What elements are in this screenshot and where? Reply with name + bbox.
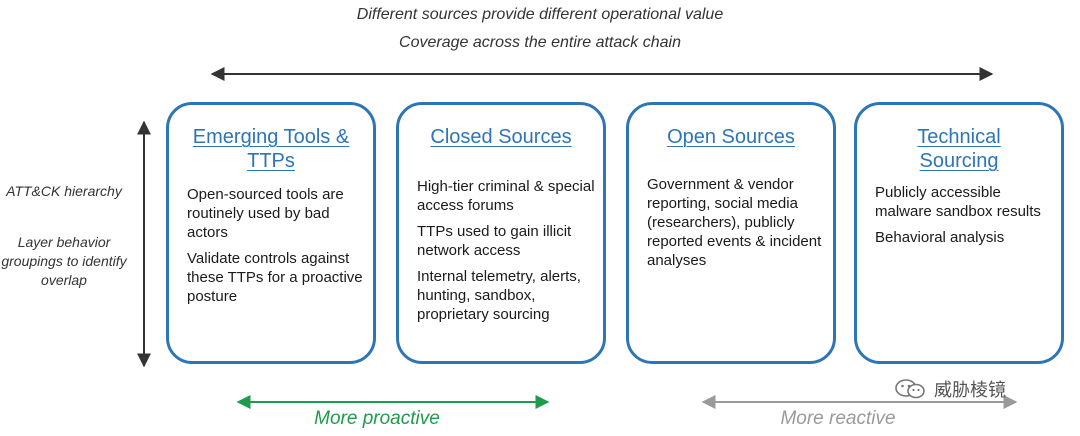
card-item: Behavioral analysis — [875, 229, 1005, 246]
more-proactive-label: More proactive — [314, 408, 440, 429]
card-technical-sourcing: Technical Sourcing Publicly accessible m… — [854, 102, 1064, 364]
header-line-1: Different sources provide different oper… — [356, 6, 724, 23]
card-body: Open-sourced tools are routinely used by… — [187, 185, 365, 306]
side-label-hierarchy: ATT&CK hierarchy — [6, 183, 122, 199]
card-open-sources: Open Sources Government & vendor reporti… — [626, 102, 836, 364]
card-item: High-tier criminal & special access foru… — [417, 178, 595, 214]
card-item: Internal telemetry, alerts, hunting, san… — [417, 268, 581, 323]
card-body: High-tier criminal & special access foru… — [417, 177, 595, 324]
card-emerging-tools: Emerging Tools & TTPs Open-sourced tools… — [166, 102, 376, 364]
card-body: Government & vendor reporting, social me… — [647, 175, 825, 270]
more-reactive-label: More reactive — [780, 408, 896, 429]
card-title-line: Technical — [917, 126, 1001, 148]
watermark: 威胁棱镜 — [894, 376, 1006, 402]
card-title-line: Closed Sources — [430, 126, 572, 148]
side-label-layer: Layer behavior groupings to identify ove… — [1, 234, 127, 288]
watermark-text: 威胁棱镜 — [934, 380, 1006, 400]
card-title-line: Open Sources — [667, 126, 795, 148]
card-item: Open-sourced tools are routinely used by… — [187, 186, 344, 241]
card-item: Validate controls against these TTPs for… — [187, 250, 363, 305]
header-line-2: Coverage across the entire attack chain — [399, 34, 681, 51]
card-closed-sources: Closed Sources High-tier criminal & spec… — [396, 102, 606, 364]
card-item: Government & vendor reporting, social me… — [647, 176, 822, 269]
card-item: TTPs used to gain illicit network access — [417, 223, 572, 259]
card-title: Closed Sources — [409, 125, 593, 149]
wechat-icon — [895, 379, 925, 399]
card-body: Publicly accessible malware sandbox resu… — [875, 183, 1053, 247]
card-title-line: TTPs — [247, 150, 295, 172]
card-title-line: Emerging Tools & — [192, 126, 350, 148]
card-title: Open Sources — [639, 125, 823, 149]
card-title-line: Sourcing — [919, 150, 999, 172]
card-title: Emerging Tools & TTPs — [179, 125, 363, 173]
card-item: Publicly accessible malware sandbox resu… — [875, 184, 1041, 220]
card-title: Technical Sourcing — [867, 125, 1051, 173]
